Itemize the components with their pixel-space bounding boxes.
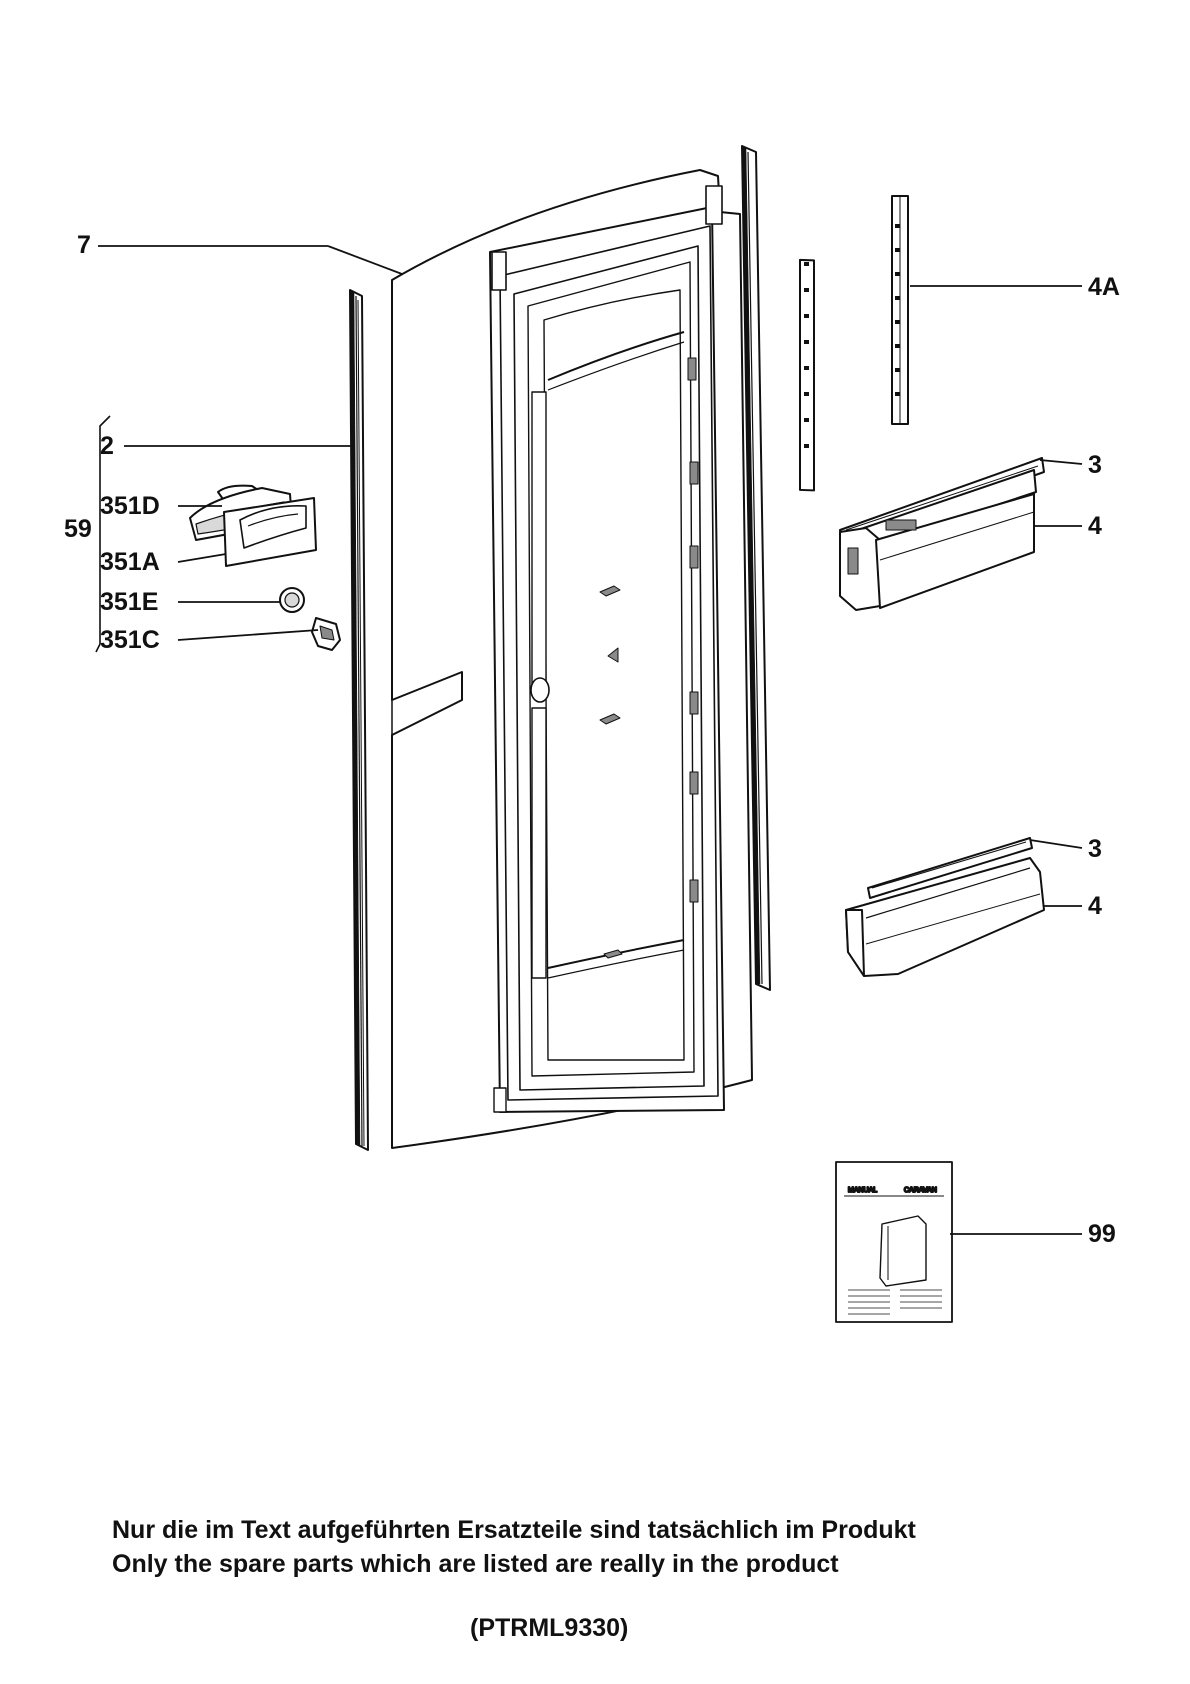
label-part-351a: 351A (100, 548, 160, 576)
footer-note-english: Only the spare parts which are listed ar… (112, 1550, 839, 1578)
label-part-4-upper: 4 (1088, 512, 1102, 540)
label-part-351c: 351C (100, 626, 160, 654)
footer-note-german: Nur die im Text aufgeführten Ersatzteile… (112, 1516, 916, 1544)
door-handle-assembly (189, 484, 317, 567)
label-part-351d: 351D (100, 492, 160, 520)
label-part-3-lower: 3 (1088, 835, 1102, 863)
shelf-rail-4a (891, 195, 909, 425)
side-gasket-profile (741, 145, 771, 991)
label-group-59: 59 (64, 515, 92, 543)
label-part-3-upper: 3 (1088, 451, 1102, 479)
door-bin-upper (839, 457, 1045, 611)
hinge-strip (799, 258, 815, 492)
group-59-bracket (95, 415, 111, 653)
lock-cylinder-351c (311, 617, 341, 651)
inner-door-liner (489, 185, 725, 1113)
label-part-4-lower: 4 (1088, 892, 1102, 920)
label-part-7: 7 (77, 231, 91, 259)
lock-knob-351e (279, 587, 305, 613)
leader-lines (98, 245, 1083, 1235)
label-part-351e: 351E (100, 588, 159, 616)
manual-right-caption: CARAVAN (904, 1187, 937, 1194)
label-part-4a: 4A (1088, 273, 1120, 301)
label-part-99: 99 (1088, 1220, 1116, 1248)
manual-booklet: MANUAL CARAVAN (835, 1161, 953, 1323)
door-gasket-strip (349, 289, 369, 1151)
door-bin-lower (845, 837, 1045, 977)
manual-left-caption: MANUAL (848, 1187, 877, 1194)
label-part-2: 2 (100, 432, 114, 460)
footer-product-code: (PTRML9330) (470, 1614, 629, 1642)
